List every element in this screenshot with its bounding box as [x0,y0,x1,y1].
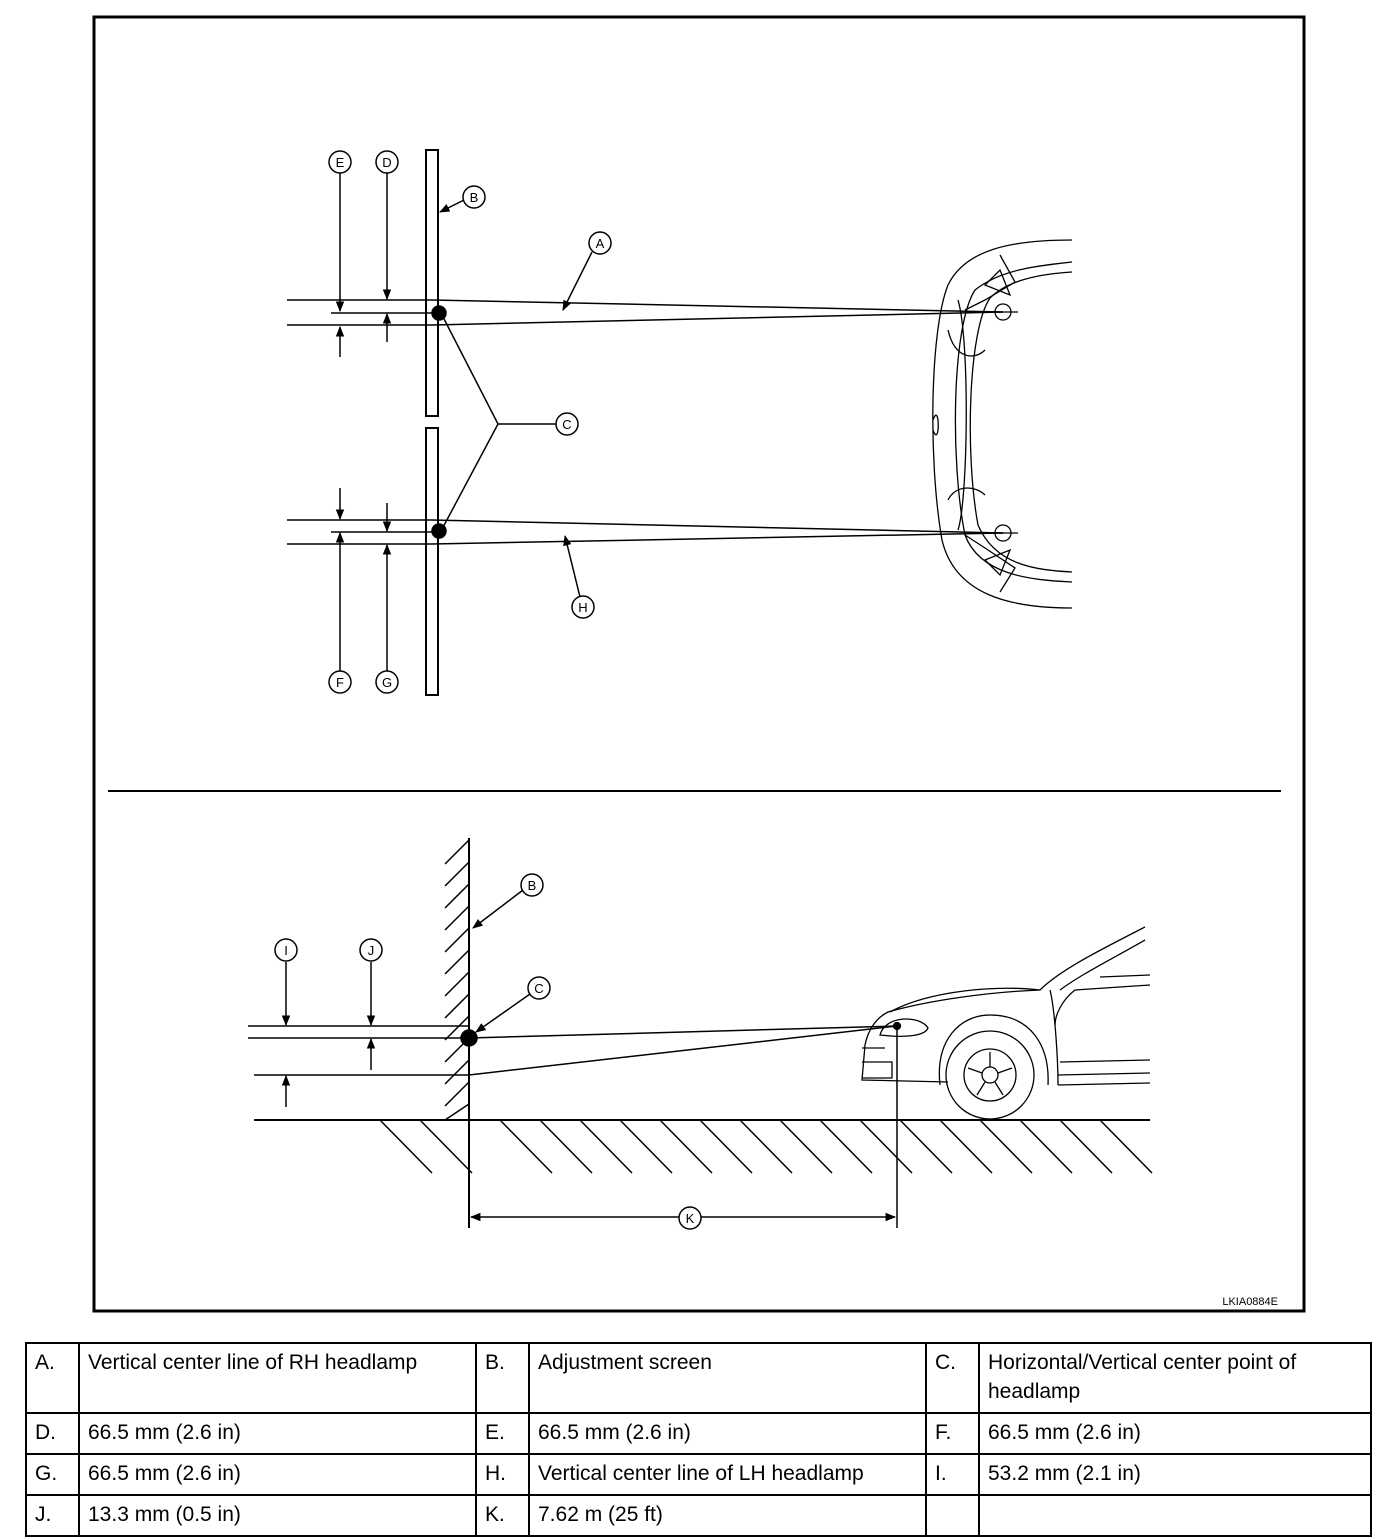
side-beam-lower [468,1025,898,1076]
callout-h-label: H [578,600,587,615]
leader-h [563,534,581,598]
side-headlamp-center [892,1021,902,1031]
callout-i-circle [274,938,298,962]
callout-e-circle [328,150,352,174]
legend-key: E. [475,1412,530,1455]
legend-value: Horizontal/Vertical center point of head… [978,1342,1372,1414]
legend-key: G. [25,1453,80,1496]
rh-center-point [431,305,447,321]
callout-e-label: E [336,155,345,170]
callout-d-circle [375,150,399,174]
legend-value: 53.2 mm (2.1 in) [978,1453,1372,1496]
callout-c-circle-side [527,976,551,1000]
lh-center-point [431,523,447,539]
callout-c-circle-top [555,412,579,436]
callout-g-circle [375,670,399,694]
legend-value: 66.5 mm (2.6 in) [528,1412,927,1455]
callout-c-label-side: C [534,981,543,996]
callout-b-label-side: B [528,878,537,893]
legend-value [978,1494,1372,1537]
callout-d-label: D [382,155,391,170]
legend-value: 7.62 m (25 ft) [528,1494,927,1537]
screen-panel-lower [425,427,439,696]
legend-key [925,1494,980,1537]
callout-f-label: F [336,675,344,690]
legend-key: D. [25,1412,80,1455]
legend-key: K. [475,1494,530,1537]
leader-c-top [440,312,556,425]
legend-key: B. [475,1342,530,1414]
callout-j-label: J [368,943,375,958]
legend-table: A. Vertical center line of RH headlamp B… [25,1342,1372,1537]
callout-k-label: K [686,1211,695,1226]
legend-row: J. 13.3 mm (0.5 in) K. 7.62 m (25 ft) [25,1494,1372,1537]
side-center-point [460,1029,478,1047]
lh-beam-lower [431,532,1004,545]
legend-row: A. Vertical center line of RH headlamp B… [25,1342,1372,1414]
leader-b-side [472,889,524,929]
callout-g-label: G [382,675,392,690]
figure-frame [92,15,1306,1313]
legend-key: I. [925,1453,980,1496]
top-view [287,149,1073,696]
leader-c-bottom [440,423,499,532]
screen-panel-upper [425,149,439,417]
callout-b-circle-top [462,185,486,209]
callout-j-circle [359,938,383,962]
callout-h-circle [571,595,595,619]
legend-row: G. 66.5 mm (2.6 in) H. Vertical center l… [25,1453,1372,1496]
callout-i-label: I [284,943,288,958]
callout-b-circle-side [520,873,544,897]
legend-value: Vertical center line of LH headlamp [528,1453,927,1496]
floor-hatching [379,1119,1153,1174]
leader-c-side [475,993,531,1033]
legend-key: H. [475,1453,530,1496]
car-side-view [861,926,1151,1120]
headlamp-aiming-diagram: E D B A C H F G [92,15,1306,1313]
legend-value: 13.3 mm (0.5 in) [78,1494,477,1537]
legend-value: 66.5 mm (2.6 in) [78,1412,477,1455]
figure-code: LKIA0884E [1222,1296,1278,1308]
callout-a-circle [588,231,612,255]
side-view [248,838,1153,1228]
callout-b-label-top: B [470,190,479,205]
legend-value: Vertical center line of RH headlamp [78,1342,477,1414]
wall-hatching [444,839,470,1121]
legend-key: J. [25,1494,80,1537]
rh-beam-upper [431,299,1004,313]
legend-key: A. [25,1342,80,1414]
car-front-top-view [932,239,1073,609]
legend-key: C. [925,1342,980,1414]
legend-value: 66.5 mm (2.6 in) [978,1412,1372,1455]
rh-beam-lower [431,311,1004,326]
legend-key: F. [925,1412,980,1455]
side-beam-upper [468,1025,898,1039]
callout-a-label: A [596,236,605,251]
callout-f-circle [328,670,352,694]
legend-row: D. 66.5 mm (2.6 in) E. 66.5 mm (2.6 in) … [25,1412,1372,1455]
leader-b-top [439,198,467,213]
lh-beam-upper [431,519,1004,534]
legend-value: 66.5 mm (2.6 in) [78,1453,477,1496]
legend-value: Adjustment screen [528,1342,927,1414]
callout-k-circle [678,1206,702,1230]
leader-a [562,251,593,311]
callout-c-label-top: C [562,417,571,432]
